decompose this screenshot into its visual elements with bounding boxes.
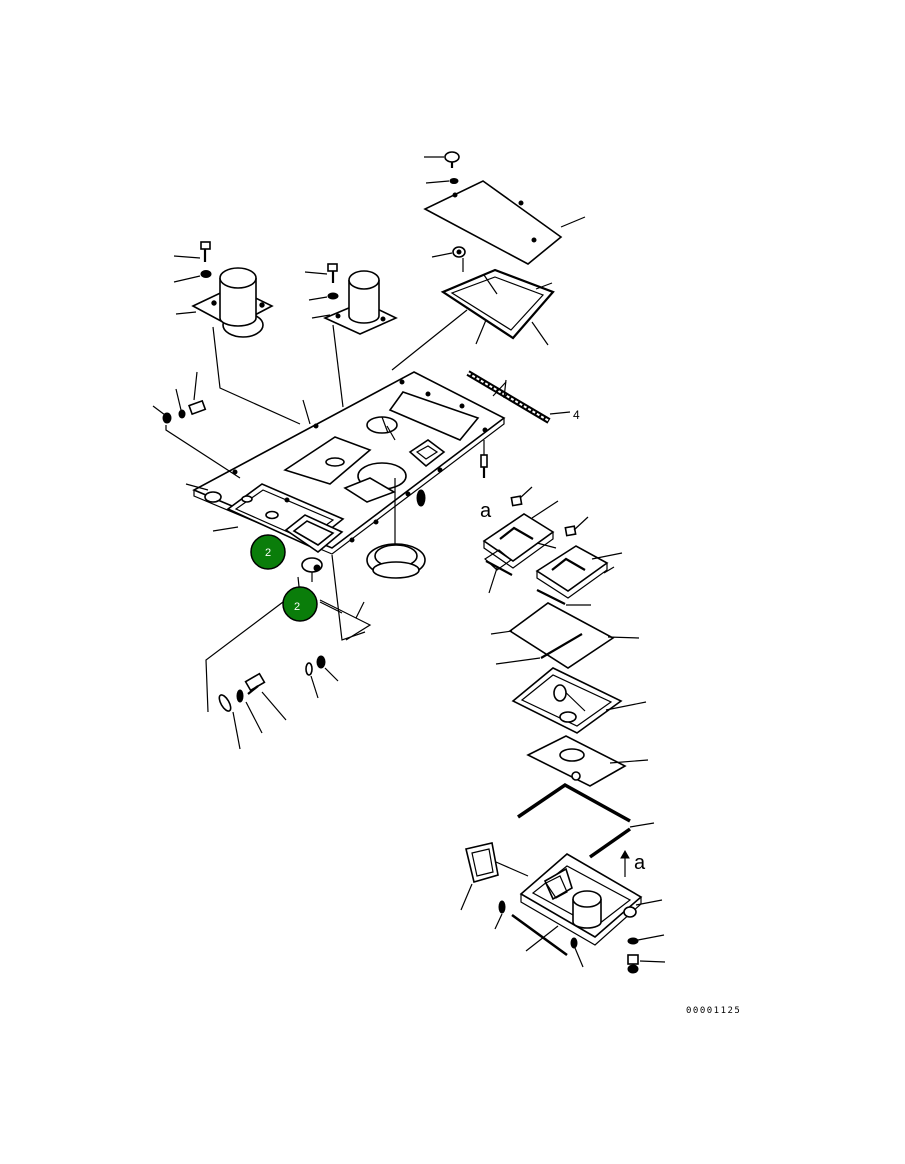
left-cylinder-assembly [173,241,301,425]
callout-marker-2[interactable]: 2 [282,586,318,622]
reference-a-upper: a [480,500,492,522]
drawing-number: 00001125 [686,1006,741,1016]
right-cylinder-assembly [304,263,398,408]
tube-item-4: 4 [466,370,580,424]
part-label-4: 4 [573,408,580,422]
top-cover-assembly [391,151,586,371]
right-stack: a [460,486,666,974]
callout-circle [250,534,286,570]
callout-label: 2 [265,547,271,559]
left-bolts [152,371,241,479]
callout-label: 2 [294,601,300,613]
reference-a-lower: a [634,852,646,874]
flange-ring [366,489,426,579]
callout-marker-1[interactable]: 2 [250,534,286,570]
callout-circle [282,586,318,622]
main-plate [185,371,506,555]
small-cover-assembly [205,514,372,713]
bottom-left-bolts [218,655,339,750]
